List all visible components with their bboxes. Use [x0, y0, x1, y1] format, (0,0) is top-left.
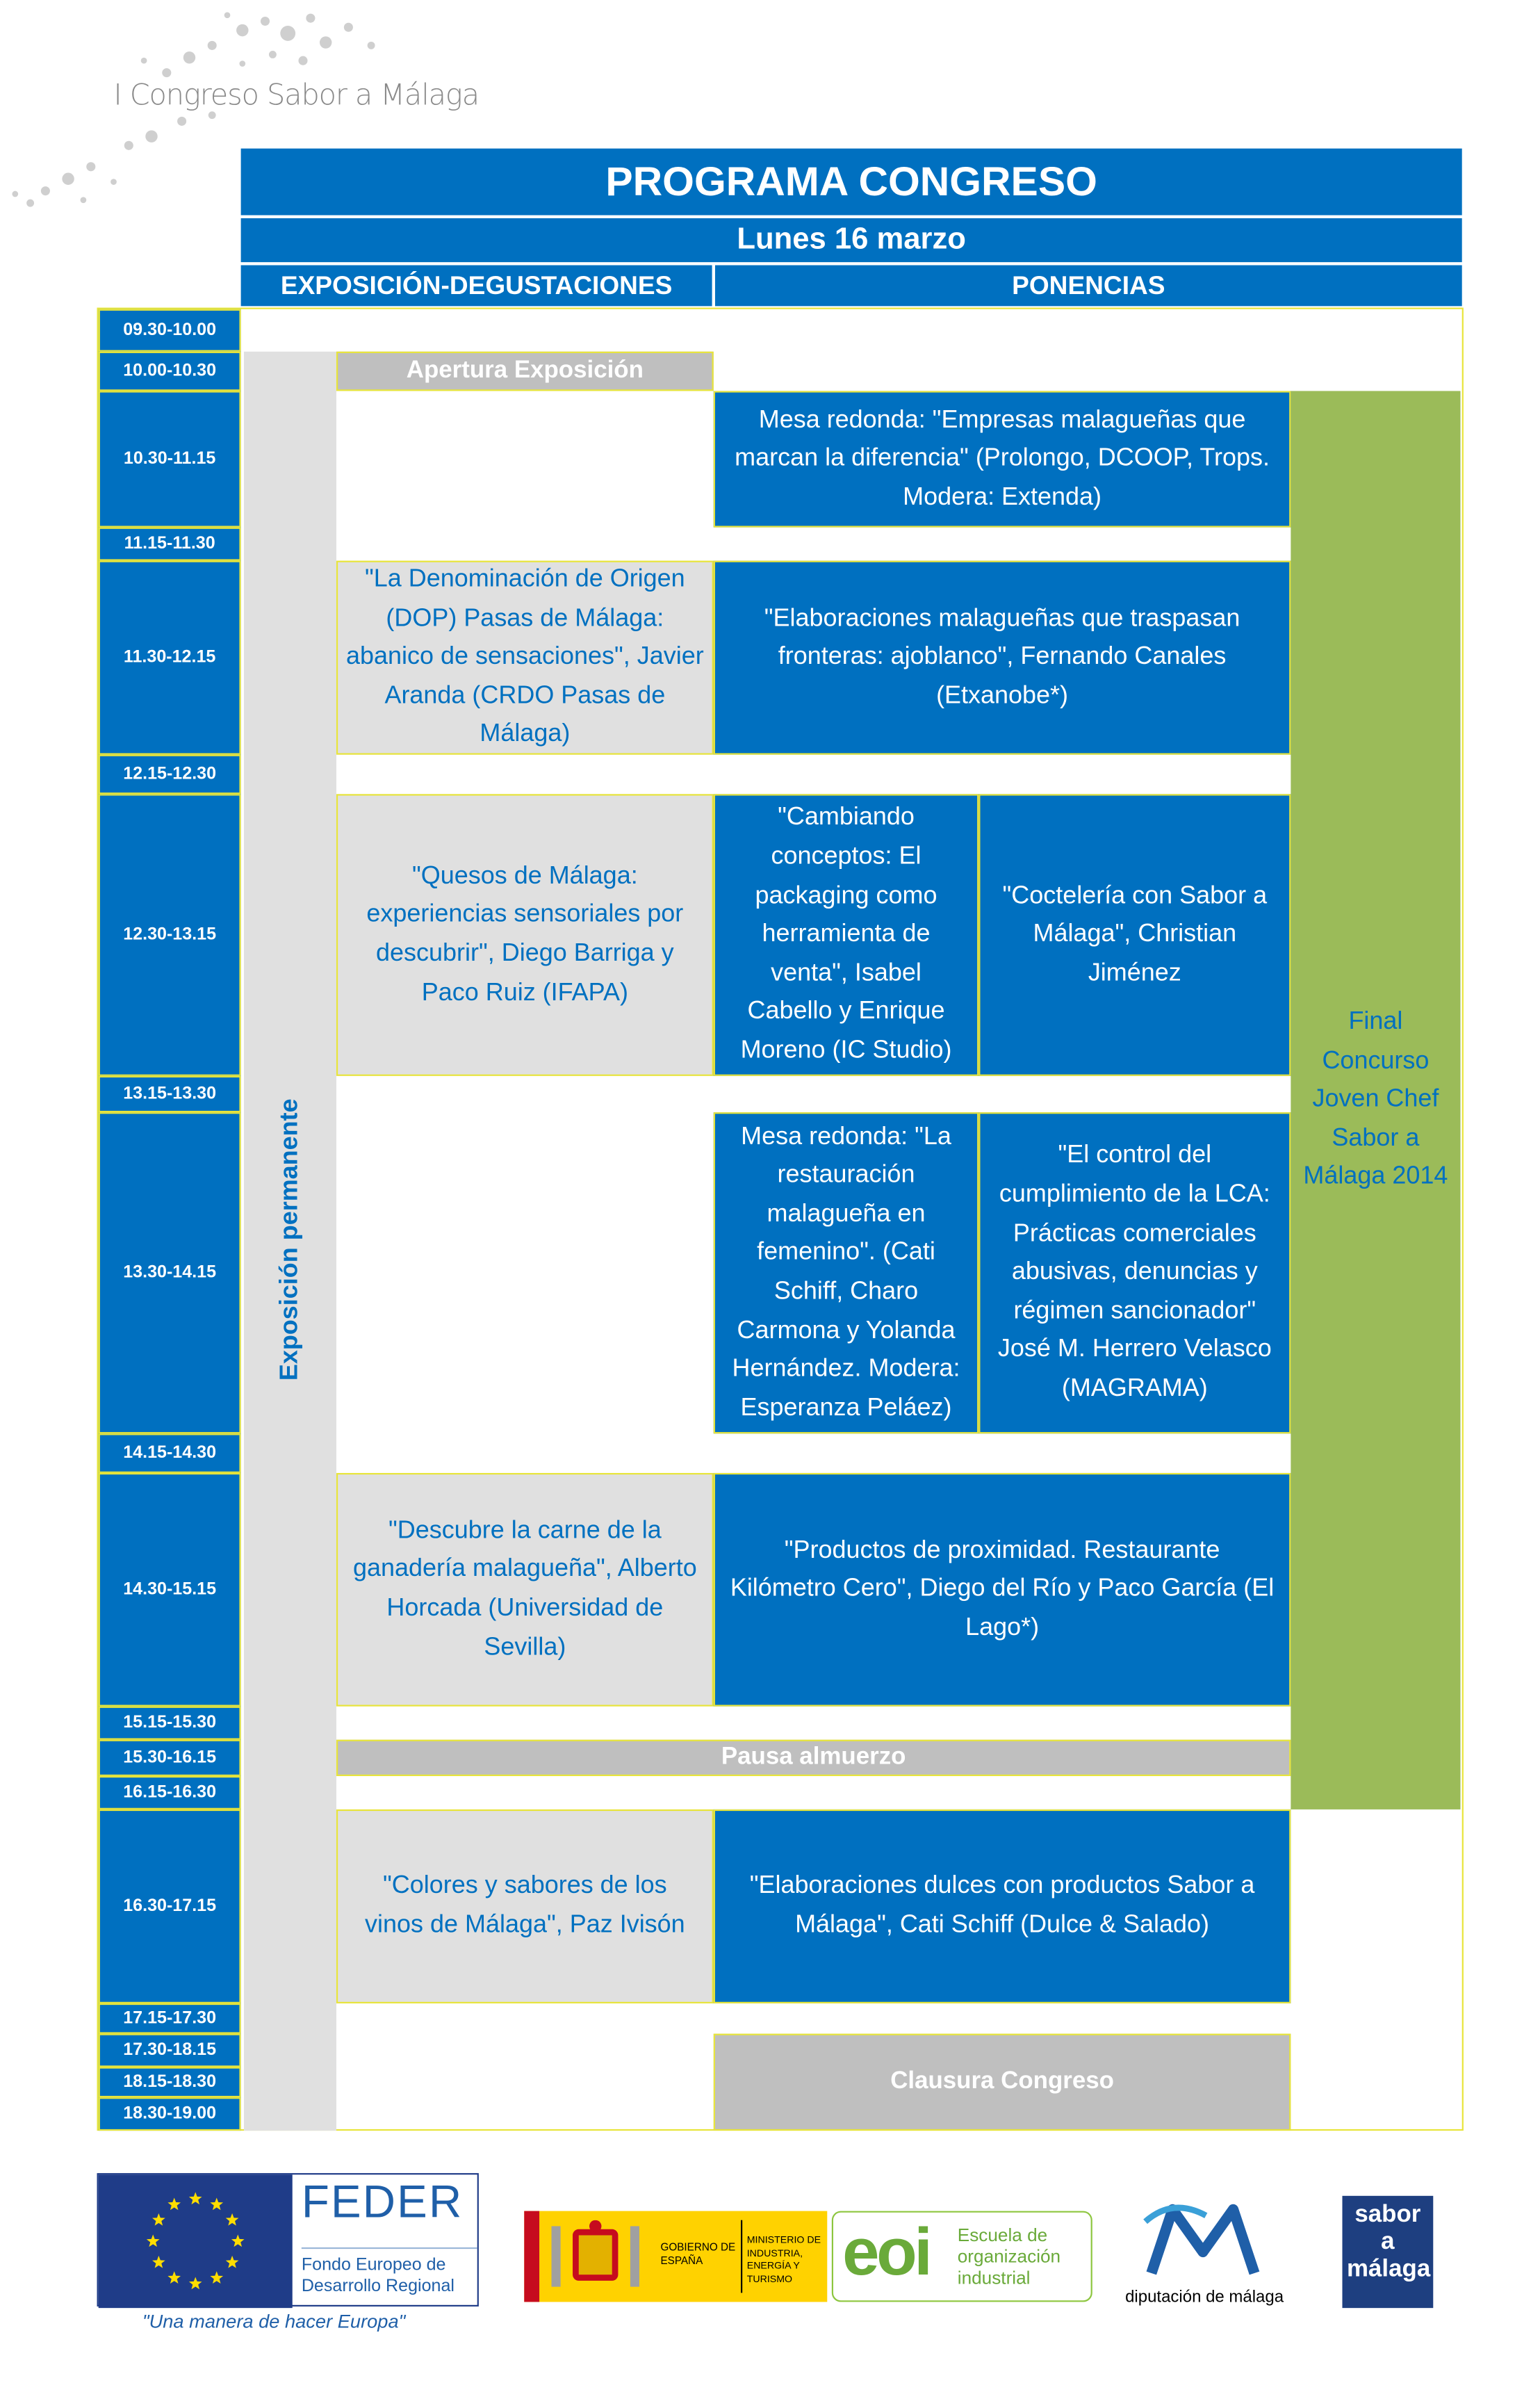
eu-star-icon: [152, 2255, 165, 2268]
carne-ganaderia: "Descubre la carne de la ganadería malag…: [336, 1472, 714, 1707]
packaging-ponencia: "Cambiando conceptos: El packaging como …: [713, 794, 979, 1076]
diputacion-label: diputación de málaga: [1125, 2288, 1284, 2307]
time-slot: 11.15-11.30: [98, 527, 241, 561]
vinos-malaga: "Colores y sabores de los vinos de Málag…: [336, 1809, 714, 2003]
eu-star-icon: [210, 2197, 224, 2211]
productos-proximidad: "Productos de proximidad. Restaurante Ki…: [713, 1472, 1291, 1707]
congress-title: I Congreso Sabor a Málaga: [113, 79, 480, 113]
eu-star-icon: [188, 2277, 202, 2290]
elaboraciones-dulces: "Elaboraciones dulces con productos Sabo…: [713, 1809, 1291, 2003]
clausura-congreso: Clausura Congreso: [713, 2033, 1291, 2131]
apertura-exposicion: Apertura Exposición: [336, 351, 714, 391]
feder-subtitle-1: Fondo Europeo de: [301, 2256, 446, 2275]
time-slot: 16.15-16.30: [98, 1775, 241, 1809]
ministerio-label: MINISTERIO DE INDUSTRIA, ENERGÍA Y TURIS…: [746, 2235, 821, 2285]
eu-flag: [98, 2174, 293, 2309]
eoi-name: Escuela de organización industrial: [957, 2224, 1061, 2288]
time-slot: 14.30-15.15: [98, 1472, 241, 1707]
eu-star-icon: [167, 2271, 181, 2284]
eoi-mark: EOI: [842, 2215, 933, 2290]
gobierno-espana-logo: GOBIERNO DE ESPAÑA MINISTERIO DE INDUSTR…: [524, 2211, 828, 2302]
time-slot: 14.15-14.30: [98, 1433, 241, 1473]
diputacion-m-icon: [1143, 2204, 1260, 2275]
time-slot: 11.30-12.15: [98, 560, 241, 755]
feder-subtitle-2: Desarrollo Regional: [301, 2277, 454, 2296]
time-slot: 18.15-18.30: [98, 2067, 241, 2098]
column-header-exposicion: EXPOSICIÓN-DEGUSTACIONES: [240, 265, 712, 307]
eu-star-icon: [152, 2213, 165, 2226]
time-slot: 17.15-17.30: [98, 2003, 241, 2034]
time-slot: 15.30-16.15: [98, 1739, 241, 1776]
eoi-logo: EOI Escuela de organización industrial: [831, 2211, 1092, 2302]
eu-star-icon: [188, 2192, 202, 2205]
feder-logo: FEDER Fondo Europeo de Desarrollo Region…: [97, 2173, 479, 2309]
feder-motto: "Una manera de hacer Europa": [142, 2311, 406, 2333]
eu-star-icon: [146, 2234, 160, 2247]
congress-logo-dots: [12, 12, 375, 207]
time-slot: 10.30-11.15: [98, 391, 241, 528]
control-lca-ponencia: "El control del cumplimiento de la LCA: …: [978, 1112, 1291, 1434]
eu-star-icon: [210, 2271, 224, 2284]
eu-star-icon: [167, 2197, 181, 2211]
eu-star-icon: [225, 2213, 239, 2226]
time-slot: 15.15-15.30: [98, 1706, 241, 1740]
eu-star-icon: [231, 2234, 245, 2247]
feder-title: FEDER: [301, 2177, 464, 2228]
eu-star-icon: [225, 2255, 239, 2268]
program-title: PROGRAMA CONGRESO: [240, 148, 1462, 215]
dop-pasas-malaga: "La Denominación de Origen (DOP) Pasas d…: [336, 560, 714, 755]
sabor-logo-text: sabor a málaga: [1347, 2202, 1431, 2283]
program-date: Lunes 16 marzo: [240, 218, 1462, 263]
mesa-redonda-femenino: Mesa redonda: "La restauración malagueña…: [713, 1112, 979, 1434]
ajoblanco-ponencia: "Elaboraciones malagueñas que traspasan …: [713, 560, 1291, 755]
exposicion-permanente-label: Exposición permanente: [275, 1098, 303, 1381]
quesos-malaga: "Quesos de Málaga: experiencias sensoria…: [336, 794, 714, 1076]
exposicion-permanente-bar: [243, 351, 336, 2131]
column-header-ponencias: PONENCIAS: [714, 265, 1462, 307]
time-slot: 12.30-13.15: [98, 794, 241, 1076]
gobierno-label: GOBIERNO DE ESPAÑA: [660, 2243, 736, 2268]
diputacion-malaga-logo: diputación de málaga: [1121, 2200, 1288, 2312]
time-slot: 17.30-18.15: [98, 2033, 241, 2067]
mesa-redonda-empresas: Mesa redonda: "Empresas malagueñas que m…: [713, 391, 1291, 528]
time-slot: 10.00-10.30: [98, 351, 241, 391]
eu-stars-icon: [146, 2192, 245, 2290]
time-slot: 16.30-17.15: [98, 1809, 241, 2003]
time-slot: 13.30-14.15: [98, 1112, 241, 1434]
coat-of-arms-icon: [551, 2220, 639, 2287]
pausa-almuerzo: Pausa almuerzo: [336, 1739, 1291, 1776]
time-slot: 13.15-13.30: [98, 1075, 241, 1113]
time-slot: 12.15-12.30: [98, 754, 241, 795]
time-slot: 18.30-19.00: [98, 2097, 241, 2131]
cocteleria-ponencia: "Coctelería con Sabor a Málaga", Christi…: [978, 794, 1291, 1076]
final-concurso-block: Final Concurso Joven Chef Sabor a Málaga…: [1291, 391, 1461, 1809]
sabor-a-malaga-logo: sabor a málaga: [1342, 2195, 1434, 2309]
time-slot: 09.30-10.00: [98, 309, 241, 352]
